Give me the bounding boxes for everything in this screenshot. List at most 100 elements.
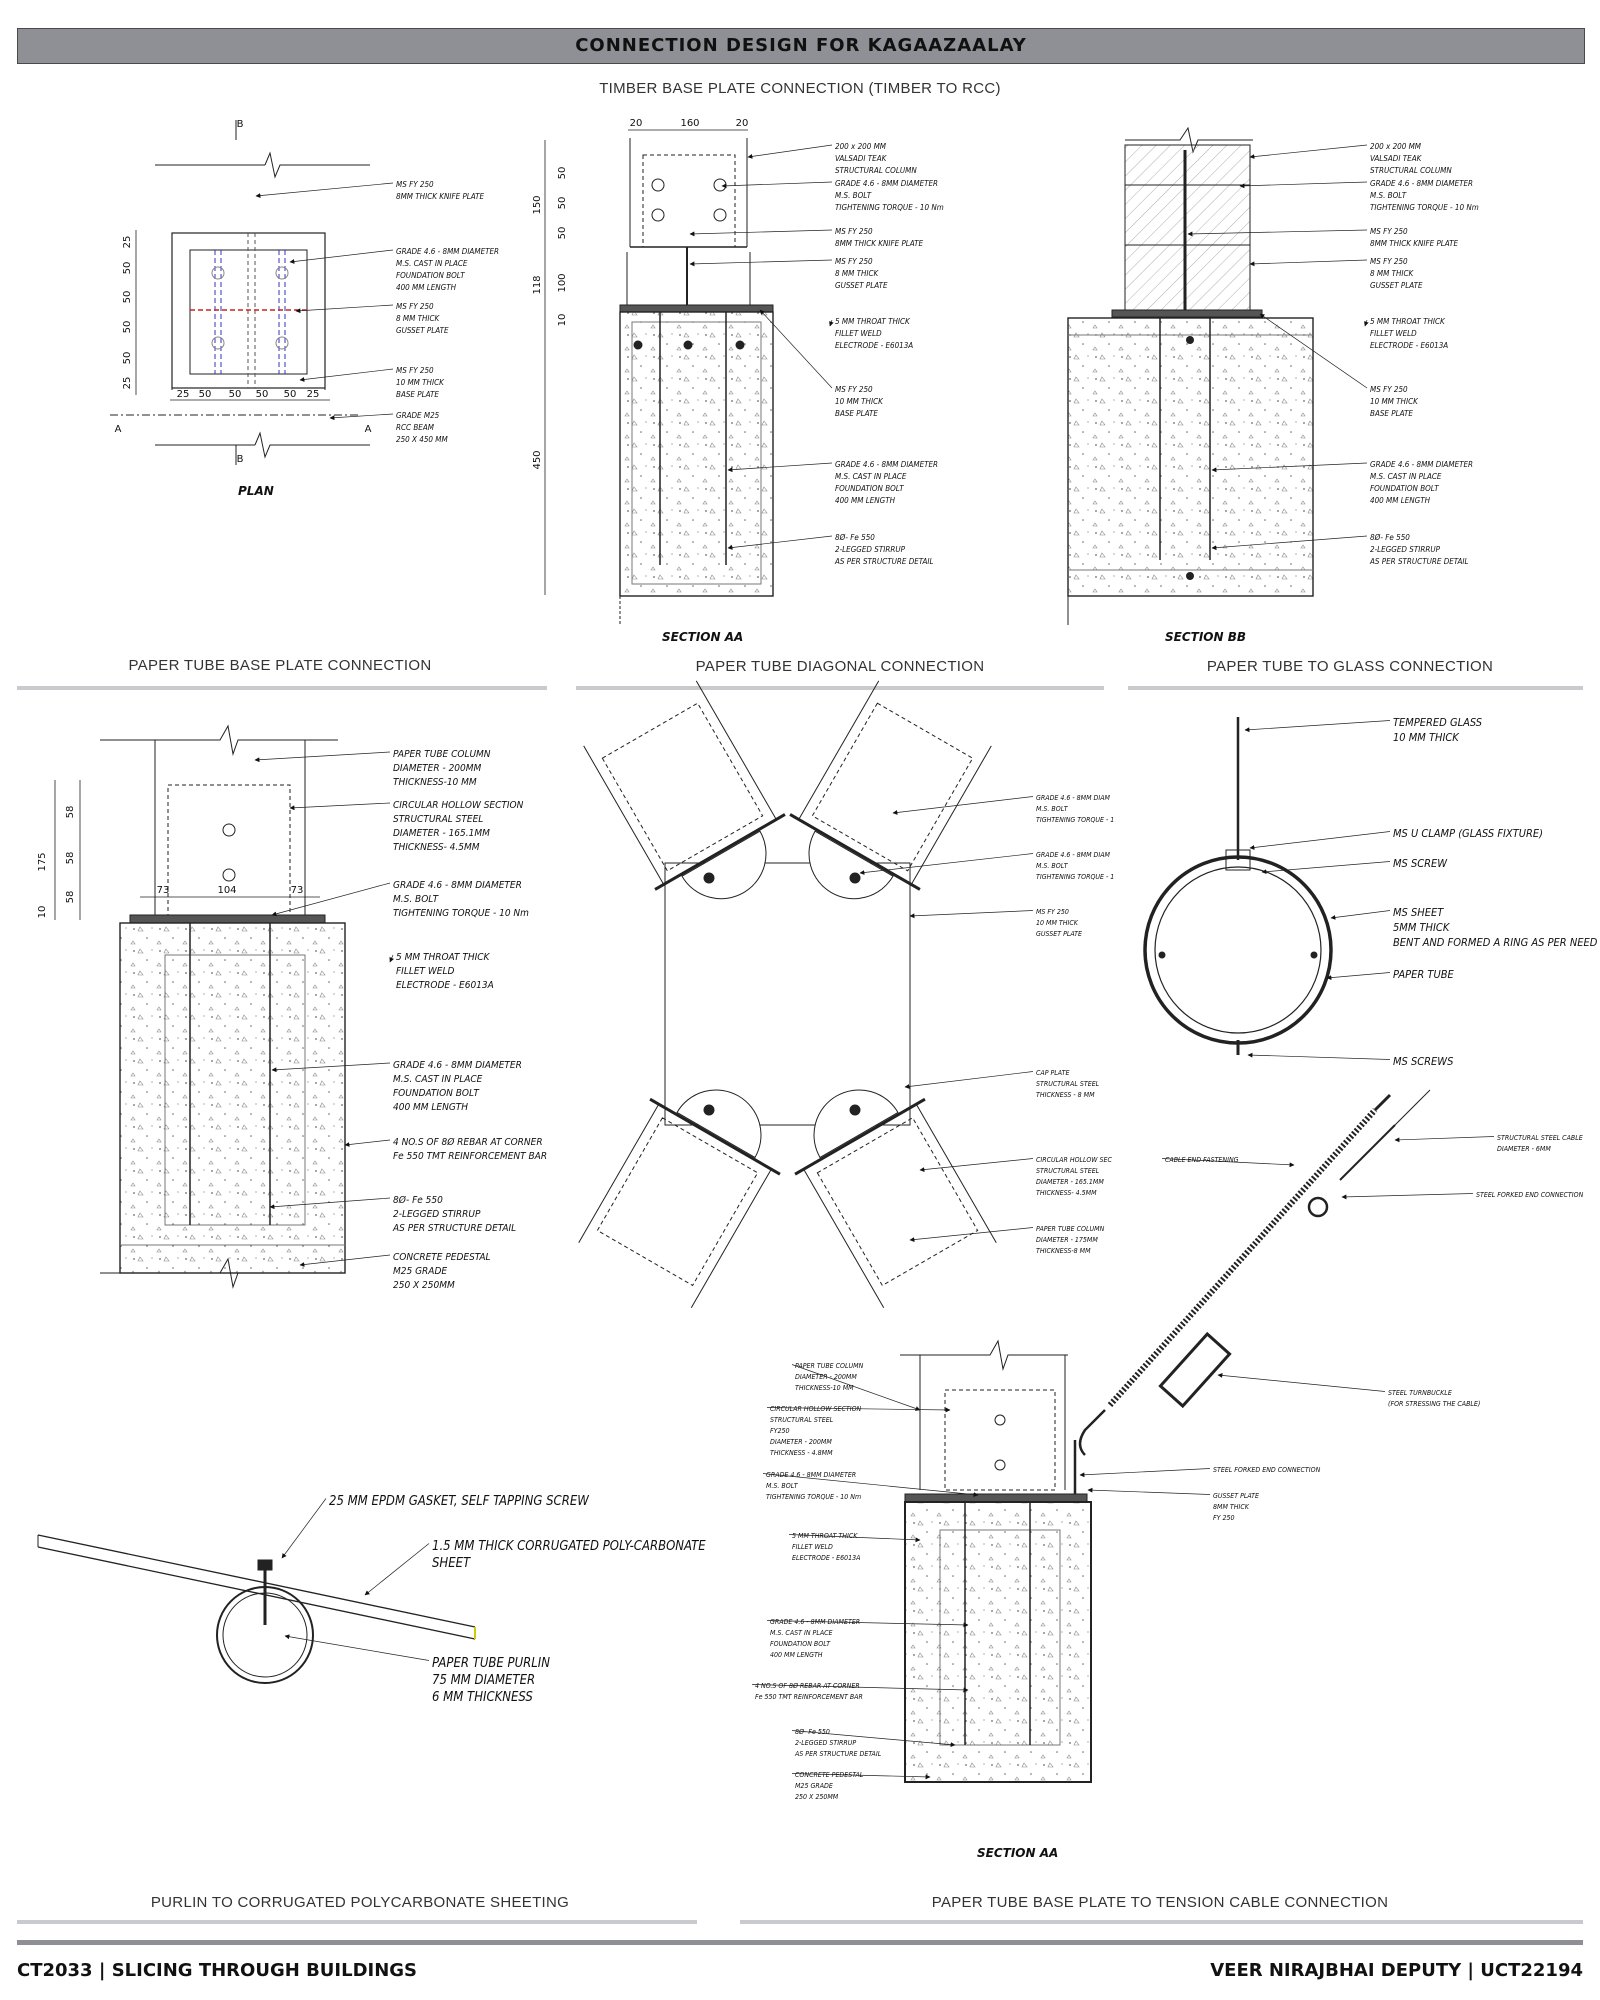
annotation-text: AS PER STRUCTURE DETAIL <box>392 1223 516 1234</box>
annotation-text: 8MM THICK KNIFE PLATE <box>396 192 485 201</box>
caption-section-bb: SECTION BB <box>1165 630 1246 644</box>
leader-line <box>1249 831 1391 850</box>
leader-line <box>909 1227 1034 1242</box>
leader-line <box>727 535 833 550</box>
annotation-text: 8MM THICK <box>1213 1503 1250 1511</box>
annotation-text: ELECTRODE - E6013A <box>835 341 913 350</box>
annotation-text: 2-LEGGED STIRRUP <box>1370 545 1441 554</box>
leader-line <box>1087 1487 1211 1495</box>
leader-line <box>904 1071 1034 1089</box>
annotation-text: STRUCTURAL STEEL <box>1036 1167 1100 1175</box>
annotation-text: 25 MM EPDM GASKET, SELF TAPPING SCREW <box>329 1494 589 1509</box>
leader-line <box>271 882 391 917</box>
section-title-glass: PAPER TUBE TO GLASS CONNECTION <box>1206 658 1494 675</box>
annotation-text: 400 MM LENGTH <box>393 1102 468 1113</box>
annotation-text: 400 MM LENGTH <box>396 283 457 292</box>
annotation-text: M25 GRADE <box>795 1782 833 1790</box>
divider-mid <box>576 686 1104 690</box>
dimension-label: 50 <box>122 352 133 365</box>
glass-labels-callout: MS SCREW <box>1261 857 1448 875</box>
annotation-text: GRADE 4.6 - 8MM DIAMETER <box>1370 460 1473 469</box>
annotation-text: STRUCTURAL COLUMN <box>1370 166 1452 175</box>
annotation-text: 8Ø- Fe 550 <box>835 532 875 542</box>
dimension-label: 25 <box>177 389 190 400</box>
dimension-label: 450 <box>532 450 543 469</box>
leader-line <box>791 1773 931 1780</box>
subtitle-timber: TIMBER BASE PLATE CONNECTION (TIMBER TO … <box>599 80 1001 97</box>
annotation-text: MS U CLAMP (GLASS FIXTURE) <box>1393 827 1543 840</box>
annotation-text: PAPER TUBE COLUMN <box>795 1362 864 1370</box>
annotation-text: Fe 550 TMT REINFORCEMENT BAR <box>393 1151 547 1162</box>
annotation-text: FOUNDATION BOLT <box>835 484 904 493</box>
leader-line <box>791 1364 921 1411</box>
annotation-text: 8MM THICK KNIFE PLATE <box>835 239 924 248</box>
leader-line <box>721 181 833 189</box>
leader-line <box>1161 1158 1295 1168</box>
annotation-text: TIGHTENING TORQUE - 10 Nm <box>393 908 529 919</box>
cable-labels-right-callout: STEEL TURNBUCKLE(FOR STRESSING THE CABLE… <box>1217 1372 1480 1408</box>
annotation-text: M.S. CAST IN PLACE <box>396 259 468 268</box>
annotation-text: FILLET WELD <box>835 329 882 338</box>
annotation-text: PAPER TUBE COLUMN <box>1036 1225 1105 1233</box>
purlin-drawing <box>37 1534 476 1684</box>
annotation-text: M.S. BOLT <box>1370 191 1407 200</box>
annotation-text: 200 x 200 MM <box>835 142 887 151</box>
dimension-label: 50 <box>557 197 568 210</box>
annotation-text: 2-LEGGED STIRRUP <box>835 545 906 554</box>
dimension-label: 25 <box>122 236 133 249</box>
annotation-text: GRADE 4.6 - 8MM DIAMETER <box>770 1618 860 1626</box>
annotation-text: Fe 550 TMT REINFORCEMENT BAR <box>755 1693 863 1701</box>
diagonal-drawing <box>578 680 997 1309</box>
annotation-text: THICKNESS-10 MM <box>795 1384 854 1392</box>
annotation-text: TIGHTENING TORQUE - 1 <box>1036 873 1114 881</box>
section-bb-drawing <box>1067 126 1314 625</box>
annotation-text: RCC BEAM <box>396 423 435 432</box>
base-plate-drawing <box>54 724 346 1289</box>
page-title: CONNECTION DESIGN FOR KAGAAZAALAY <box>575 35 1027 56</box>
leader-line <box>329 413 394 421</box>
dimension-label: 50 <box>557 167 568 180</box>
divider-bottom-right <box>740 1920 1583 1924</box>
annotation-text: STRUCTURAL STEEL CABLE <box>1497 1134 1583 1142</box>
caption-plan: PLAN <box>238 484 274 498</box>
annotation-text: 5 MM THROAT THICK <box>1370 317 1446 326</box>
leader-line <box>1187 229 1368 237</box>
annotation-text: 5MM THICK <box>1393 921 1451 934</box>
annotation-text: THICKNESS-10 MM <box>393 777 477 788</box>
divider-right <box>1128 686 1583 690</box>
annotation-text: GRADE 4.6 - 8MM DIAMETER <box>835 460 938 469</box>
dimension-label: 50 <box>122 291 133 304</box>
annotation-text: DIAMETER - 200MM <box>393 763 481 774</box>
annotation-text: BENT AND FORMED A RING AS PER NEED <box>1393 936 1598 949</box>
leader-line <box>1261 861 1391 875</box>
dimension-label: 175 <box>37 852 48 871</box>
annotation-text: GUSSET PLATE <box>835 281 888 290</box>
annotation-text: AS PER STRUCTURE DETAIL <box>794 1750 882 1758</box>
leader-line <box>829 319 834 327</box>
dimension-label: B <box>237 454 244 465</box>
leader-line <box>389 954 394 963</box>
leader-line <box>295 304 394 314</box>
annotation-text: STRUCTURAL COLUMN <box>835 166 917 175</box>
annotation-text: 2-LEGGED STIRRUP <box>795 1739 856 1747</box>
annotation-text: 200 x 200 MM <box>1370 142 1422 151</box>
leader-line <box>281 1498 327 1559</box>
leader-line <box>255 182 394 199</box>
annotation-text: 75 MM DIAMETER <box>432 1673 535 1688</box>
annotation-text: 10 MM THICK <box>1036 919 1079 927</box>
